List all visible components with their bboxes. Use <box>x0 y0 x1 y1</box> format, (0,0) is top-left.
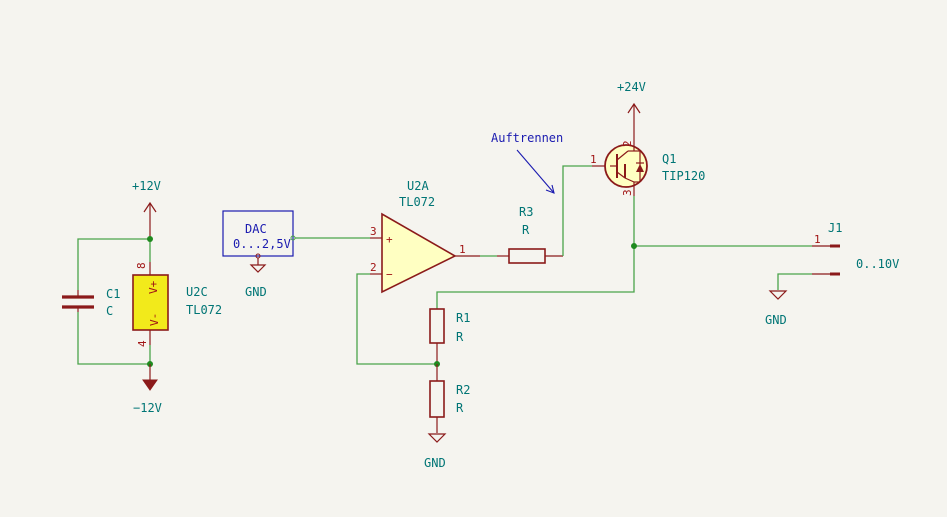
gnd-symbol-j1: GND <box>765 290 788 327</box>
r3-ref: R3 <box>519 205 533 219</box>
u2a-value: TL072 <box>399 195 435 209</box>
u2c-vminus-label: V- <box>148 313 161 326</box>
dac-range: 0...2,5V <box>233 237 291 251</box>
power-plus24-symbol: +24V <box>617 80 646 138</box>
junction-plus12 <box>147 236 153 242</box>
capacitor-c1: C1 C <box>62 287 120 318</box>
r2-value: R <box>456 401 464 415</box>
u2c-pin8: 8 <box>135 262 148 269</box>
resistor-r2: R2 R <box>429 364 470 433</box>
gnd-dac-label: GND <box>245 285 267 299</box>
connector-j1: J1 1 0..10V <box>812 221 899 276</box>
gnd-r2-label: GND <box>424 456 446 470</box>
gnd-symbol-r2: GND <box>424 433 447 470</box>
j1-ref: J1 <box>828 221 842 235</box>
wire-emitter-to-r1 <box>436 246 635 309</box>
r2-ref: R2 <box>456 383 470 397</box>
opamp-u2c-power-unit: 8 4 V+ V- U2C TL072 <box>132 262 222 347</box>
r1-value: R <box>456 330 464 344</box>
power-minus12-symbol: −12V <box>133 364 162 415</box>
u2a-minus-sign: − <box>386 268 393 281</box>
wire-emitter-to-j1 <box>633 196 812 247</box>
q1-ref: Q1 <box>662 152 676 166</box>
opamp-u2a: 3 2 1 + − U2A TL072 <box>370 179 480 294</box>
power-plus24-label: +24V <box>617 80 646 94</box>
u2a-plus-sign: + <box>386 233 393 246</box>
transistor-q1: 1 2 3 Q1 TIP120 <box>590 138 705 196</box>
gnd-symbol-dac: GND <box>245 258 267 299</box>
wire-j1-gnd <box>777 273 812 290</box>
junction-emitter <box>631 243 637 249</box>
decoupling-wires <box>77 238 151 365</box>
u2a-pin3: 3 <box>370 225 377 238</box>
r1-ref: R1 <box>456 311 470 325</box>
u2c-pin4: 4 <box>136 340 149 347</box>
wire-r3-to-base <box>562 165 592 256</box>
r3-value: R <box>522 223 530 237</box>
u2a-pin2: 2 <box>370 261 377 274</box>
q1-value: TIP120 <box>662 169 705 183</box>
u2c-body <box>132 274 169 331</box>
j1-pin1: 1 <box>814 233 821 246</box>
q1-pin2: 2 <box>621 140 634 147</box>
note-auftrennen-text: Auftrennen <box>491 131 563 145</box>
u2a-body <box>381 212 457 294</box>
dac-title: DAC <box>245 222 267 236</box>
q1-pin3: 3 <box>621 189 634 196</box>
u2a-pin1: 1 <box>459 243 466 256</box>
power-plus12-label: +12V <box>132 179 161 193</box>
power-plus12-symbol: +12V <box>132 179 161 239</box>
wire-feedback <box>356 273 437 365</box>
note-auftrennen: Auftrennen <box>491 131 563 194</box>
u2c-ref: U2C <box>186 285 208 299</box>
gnd-j1-label: GND <box>765 313 787 327</box>
c1-value: C <box>106 304 113 318</box>
u2c-value: TL072 <box>186 303 222 317</box>
resistor-r3: R3 R <box>497 205 563 264</box>
j1-label: 0..10V <box>856 257 899 271</box>
power-minus12-label: −12V <box>133 401 162 415</box>
u2c-vplus-label: V+ <box>147 280 160 294</box>
dac-box <box>222 210 294 257</box>
dac-block: DAC 0...2,5V <box>222 210 296 259</box>
u2a-ref: U2A <box>407 179 429 193</box>
q1-pin1: 1 <box>590 153 597 166</box>
resistor-r1: R1 R <box>429 308 470 364</box>
c1-ref: C1 <box>106 287 120 301</box>
